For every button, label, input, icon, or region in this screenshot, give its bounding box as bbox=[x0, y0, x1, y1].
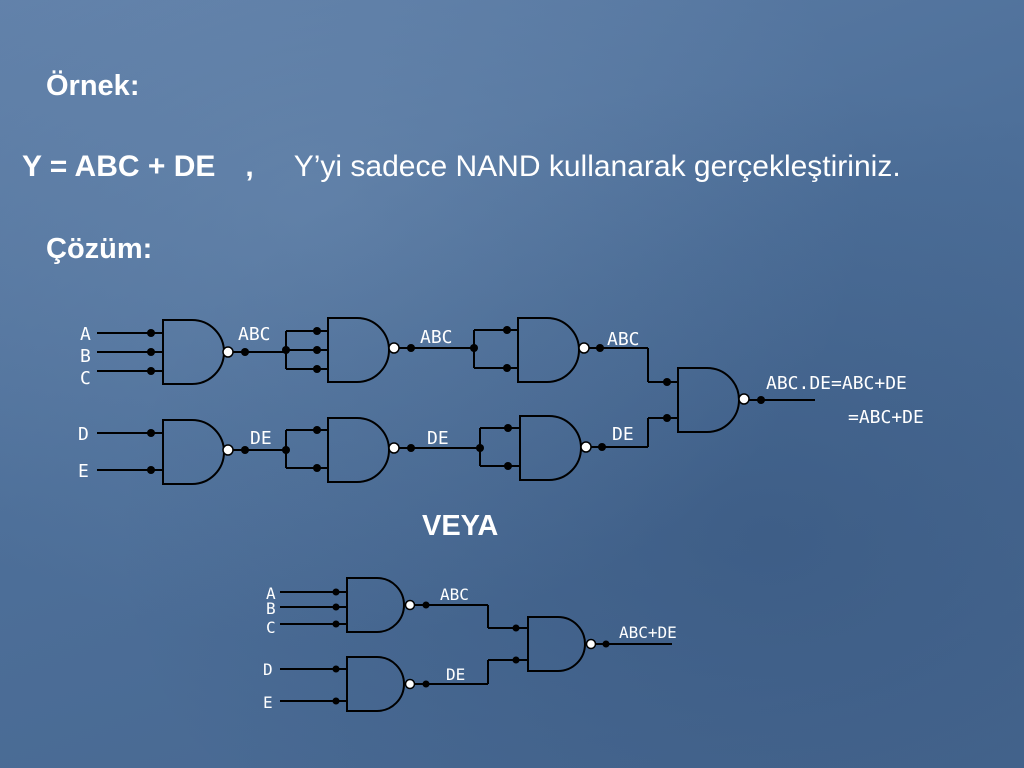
c2-input-b-label: B bbox=[266, 599, 276, 618]
c2-node-e bbox=[332, 697, 340, 705]
c1-nand-3-bubble bbox=[578, 342, 590, 354]
c1-nand-gate-5 bbox=[327, 417, 390, 483]
c2-nand-gate-final bbox=[527, 616, 586, 672]
c1-node-g2-in1 bbox=[313, 327, 321, 335]
c1-node-g5-in1 bbox=[313, 426, 321, 434]
c1-nand-final-bubble bbox=[738, 393, 750, 405]
c1-output-simplified: =ABC+DE bbox=[848, 407, 924, 428]
c2-node-de-out bbox=[422, 680, 430, 688]
c1-label-de-3: DE bbox=[612, 424, 634, 445]
c1-node-g2-junction bbox=[282, 346, 290, 354]
c1-input-b-label: B bbox=[80, 346, 91, 367]
c2-node-b bbox=[332, 603, 340, 611]
c1-node-b bbox=[147, 348, 155, 356]
c1-nand-gate-6 bbox=[519, 415, 582, 481]
solution-heading: Çözüm: bbox=[46, 233, 153, 265]
c1-node-g6-in2 bbox=[504, 462, 512, 470]
circuit-2: A B C D E ABC bbox=[263, 577, 677, 712]
c2-nand-gate-abc bbox=[346, 577, 405, 633]
equation-comma: , bbox=[245, 150, 254, 183]
c1-node-g5-in2 bbox=[313, 464, 321, 472]
problem-statement: Y = ABC + DE, Y’yi sadece NAND kullanarak… bbox=[22, 150, 901, 184]
c1-node-e bbox=[147, 466, 155, 474]
c1-node-g6-out bbox=[598, 443, 606, 451]
c1-label-de-2: DE bbox=[427, 428, 449, 449]
c1-node-d bbox=[147, 429, 155, 437]
c1-nand-6-bubble bbox=[580, 441, 592, 453]
c1-label-abc-2: ABC bbox=[420, 327, 453, 348]
c2-input-c-label: C bbox=[266, 618, 276, 637]
c1-nand-gate-2 bbox=[327, 317, 390, 383]
c2-node-abc-out bbox=[422, 601, 430, 609]
c1-nand-gate-4 bbox=[162, 419, 225, 485]
c1-input-c-label: C bbox=[80, 368, 91, 389]
c2-label-abc: ABC bbox=[440, 585, 469, 604]
c1-node-g1-out bbox=[241, 348, 249, 356]
c1-output-expression: ABC.DE=ABC+DE bbox=[766, 373, 907, 394]
c1-node-g3-in2 bbox=[503, 364, 511, 372]
c1-input-a-label: A bbox=[80, 324, 91, 345]
c1-nand-4-bubble bbox=[222, 444, 234, 456]
c1-nand-gate-final bbox=[677, 367, 740, 433]
c1-node-output bbox=[757, 396, 765, 404]
c2-label-de: DE bbox=[446, 665, 465, 684]
circuit-1: A B C D E ABC bbox=[78, 317, 924, 485]
c2-input-d-label: D bbox=[263, 660, 273, 679]
c2-nand-gate-de bbox=[346, 656, 405, 712]
c2-node-final-in1 bbox=[512, 624, 520, 632]
c1-node-g6-in1 bbox=[504, 424, 512, 432]
c1-nand-gate-1 bbox=[162, 319, 225, 385]
c2-nand-abc-bubble bbox=[404, 599, 416, 611]
c1-input-d-label: D bbox=[78, 424, 89, 445]
c1-node-g3-in1 bbox=[503, 326, 511, 334]
task-text: Y’yi sadece NAND kullanarak gerçekleştir… bbox=[293, 150, 901, 183]
c1-node-g6-junction bbox=[476, 444, 484, 452]
c1-nand-gate-3 bbox=[517, 317, 580, 383]
c2-nand-de-bubble bbox=[404, 678, 416, 690]
c1-node-g5-out bbox=[407, 444, 415, 452]
c1-node-a bbox=[147, 329, 155, 337]
c1-node-g3-junction bbox=[470, 344, 478, 352]
equation: Y = ABC + DE bbox=[22, 150, 216, 183]
c1-label-abc-3: ABC bbox=[607, 329, 640, 350]
c1-label-abc-1: ABC bbox=[238, 324, 271, 345]
c1-label-de-1: DE bbox=[250, 428, 272, 449]
c1-node-g2-out bbox=[407, 344, 415, 352]
c1-input-e-label: E bbox=[78, 461, 89, 482]
c1-nand-2-bubble bbox=[388, 342, 400, 354]
c1-nand-5-bubble bbox=[388, 442, 400, 454]
c1-node-g2-in3 bbox=[313, 365, 321, 373]
c1-node-g4-out bbox=[241, 446, 249, 454]
c1-node-g3-out bbox=[596, 344, 604, 352]
c1-node-c bbox=[147, 367, 155, 375]
example-heading: Örnek: bbox=[46, 70, 140, 102]
c2-output-expression: ABC+DE bbox=[619, 623, 677, 642]
c2-input-a-label: A bbox=[266, 584, 276, 603]
c1-node-final-in1 bbox=[663, 378, 671, 386]
c1-node-final-in2 bbox=[663, 414, 671, 422]
c2-node-final-in2 bbox=[512, 656, 520, 664]
c2-node-a bbox=[332, 588, 340, 596]
c1-node-g2-in2 bbox=[313, 346, 321, 354]
c1-node-g5-junction bbox=[282, 446, 290, 454]
c2-node-output bbox=[602, 640, 610, 648]
c1-nand-1-bubble bbox=[222, 346, 234, 358]
c2-input-e-label: E bbox=[263, 693, 273, 712]
c2-nand-final-bubble bbox=[585, 638, 597, 650]
c2-node-c bbox=[332, 620, 340, 628]
or-label: VEYA bbox=[422, 510, 499, 542]
c2-node-d bbox=[332, 665, 340, 673]
